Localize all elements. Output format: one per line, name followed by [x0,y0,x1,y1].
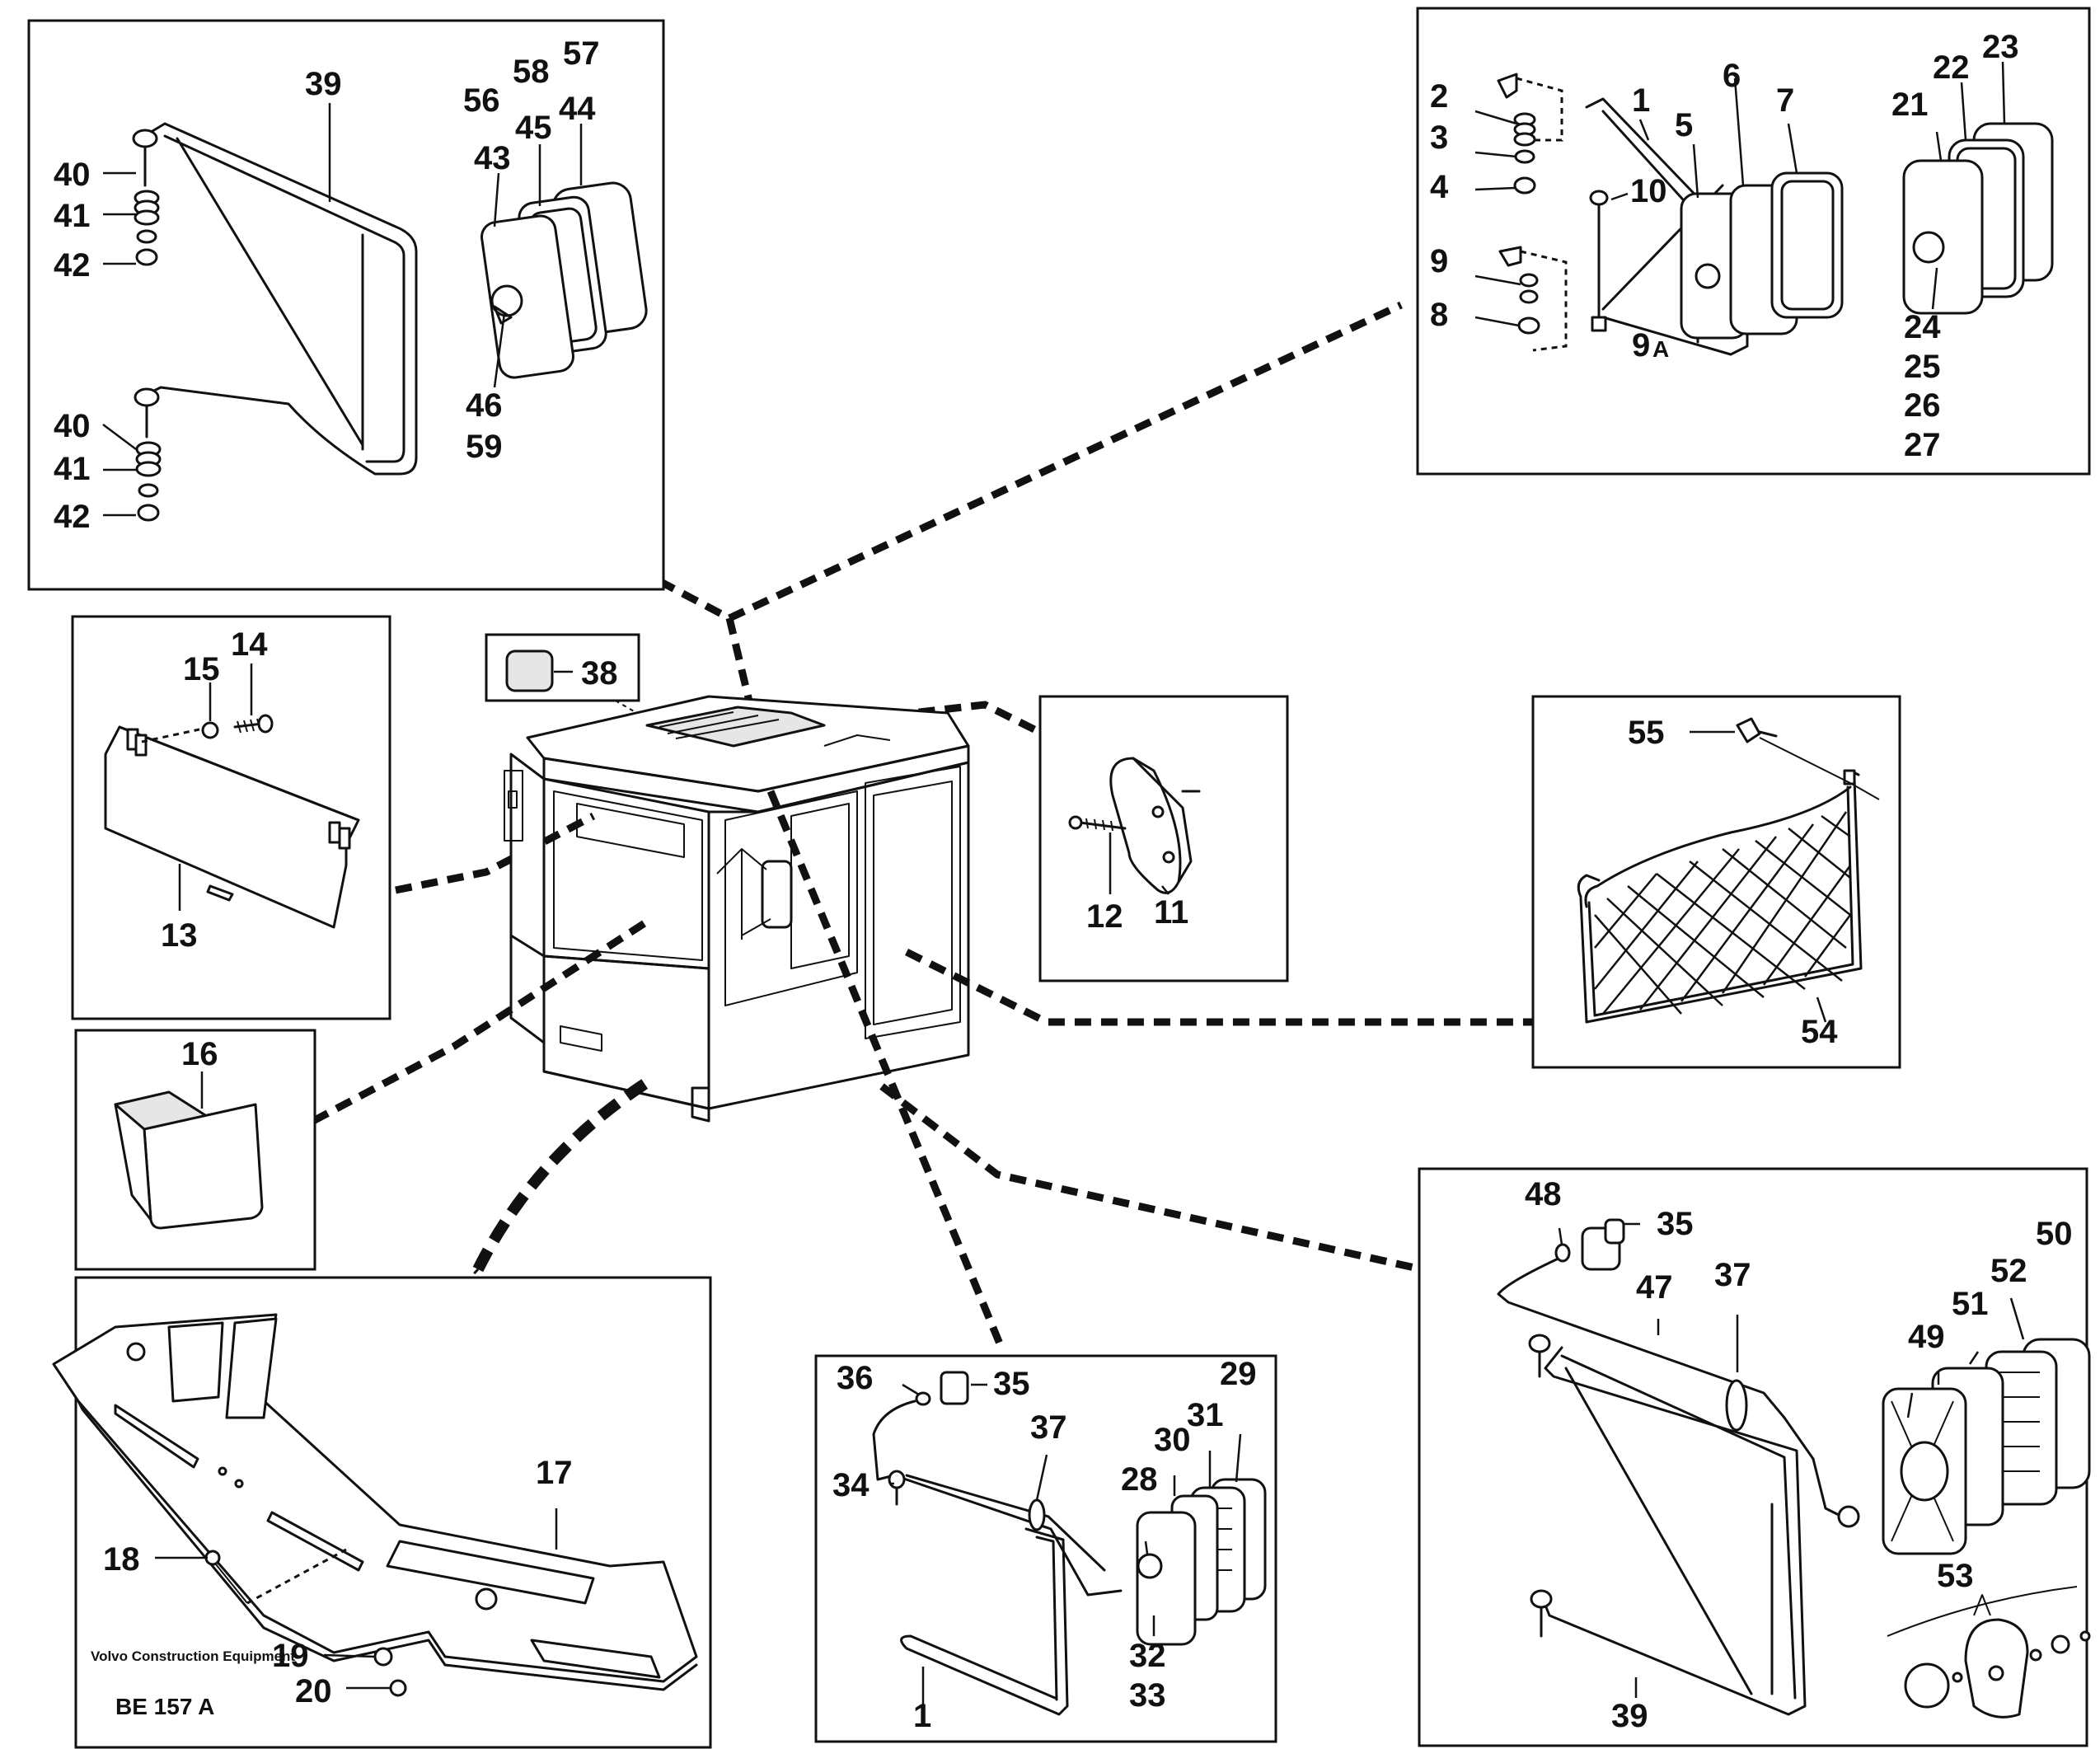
callout-50: 50 [2036,1216,2073,1252]
callout-24: 24 [1904,309,1941,345]
callout-labels: 39 40 41 42 40 41 42 58 57 56 45 44 43 4… [54,29,2073,1734]
callout-12: 12 [1086,898,1123,935]
panel-sun-visor [71,615,391,1020]
callout-43: 43 [474,140,511,176]
callout-10: 10 [1630,173,1667,209]
callout-33: 33 [1129,1677,1166,1714]
callout-34: 34 [832,1467,870,1503]
callout-46: 46 [466,387,503,424]
callout-57: 57 [563,35,600,72]
callout-6: 6 [1723,58,1741,94]
callout-17: 17 [536,1455,573,1491]
callout-44: 44 [559,91,596,127]
callout-40: 40 [54,408,91,444]
callout-1: 1 [1632,82,1650,119]
callout-31: 31 [1187,1397,1224,1433]
callout-42: 42 [54,247,91,284]
callout-28: 28 [1121,1461,1158,1498]
callout-51: 51 [1952,1286,1989,1322]
callout-52: 52 [1990,1253,2027,1289]
callout-25: 25 [1904,349,1941,385]
panel-lamp [74,1029,316,1271]
callout-45: 45 [515,110,552,146]
panel-right-mirror [1416,7,2091,476]
panel-heated-mirror [814,1354,1277,1743]
callout-42: 42 [54,499,91,535]
callout-37: 37 [1030,1409,1067,1446]
panel-bracket [1038,695,1289,982]
callout-47: 47 [1636,1269,1673,1306]
callout-58: 58 [513,54,550,90]
panel-left-mirror [27,19,665,591]
callout-1: 1 [913,1698,931,1734]
callout-37: 37 [1714,1257,1751,1293]
callout-54: 54 [1801,1014,1838,1050]
callout-4: 4 [1430,169,1449,205]
callout-9A: 9 [1632,327,1650,363]
callout-16: 16 [181,1036,218,1072]
callout-5: 5 [1675,107,1693,143]
callout-22: 22 [1933,49,1970,86]
callout-18: 18 [103,1541,140,1578]
callout-40: 40 [54,157,91,193]
callout-13: 13 [161,917,198,954]
callout-21: 21 [1891,87,1929,123]
callout-14: 14 [231,626,268,663]
publisher-name: Volvo Construction Equipment [91,1648,295,1664]
callout-15: 15 [183,651,220,687]
callout-35: 35 [1657,1206,1694,1242]
callout-53: 53 [1937,1558,1974,1594]
panel-heated-mirror-large [1418,1167,2091,1747]
callout-59: 59 [466,429,503,465]
callout-29: 29 [1220,1356,1257,1392]
callout-38: 38 [581,655,618,692]
callout-26: 26 [1904,387,1941,424]
figure-code: BE 157 A [115,1694,214,1719]
callout-11: 11 [1154,894,1188,931]
callout-27: 27 [1904,427,1941,463]
callout-30: 30 [1154,1422,1191,1458]
callout-23: 23 [1982,29,2019,65]
panel-console-cover [52,1276,712,1749]
panel-storage-net [1531,695,1901,1069]
callout-7: 7 [1776,82,1794,119]
callout-39: 39 [1611,1698,1648,1734]
callout-41: 41 [54,451,91,487]
callout-56: 56 [463,82,500,119]
callout-55: 55 [1628,715,1665,751]
callout-9: 9 [1430,243,1448,279]
panel-part-38 [485,633,640,702]
callout-36: 36 [837,1360,874,1396]
cab-illustration [504,695,970,1123]
callout-8: 8 [1430,297,1448,333]
callout-49: 49 [1908,1319,1945,1355]
callout-9A-suffix: A [1652,336,1669,362]
callout-39: 39 [305,66,342,102]
callout-32: 32 [1129,1638,1166,1674]
callout-41: 41 [54,198,91,234]
callout-19: 19 [272,1638,309,1674]
callout-48: 48 [1525,1176,1562,1212]
callout-35: 35 [993,1366,1030,1402]
callout-20: 20 [295,1673,332,1709]
callout-3: 3 [1430,120,1448,156]
callout-2: 2 [1430,78,1448,115]
